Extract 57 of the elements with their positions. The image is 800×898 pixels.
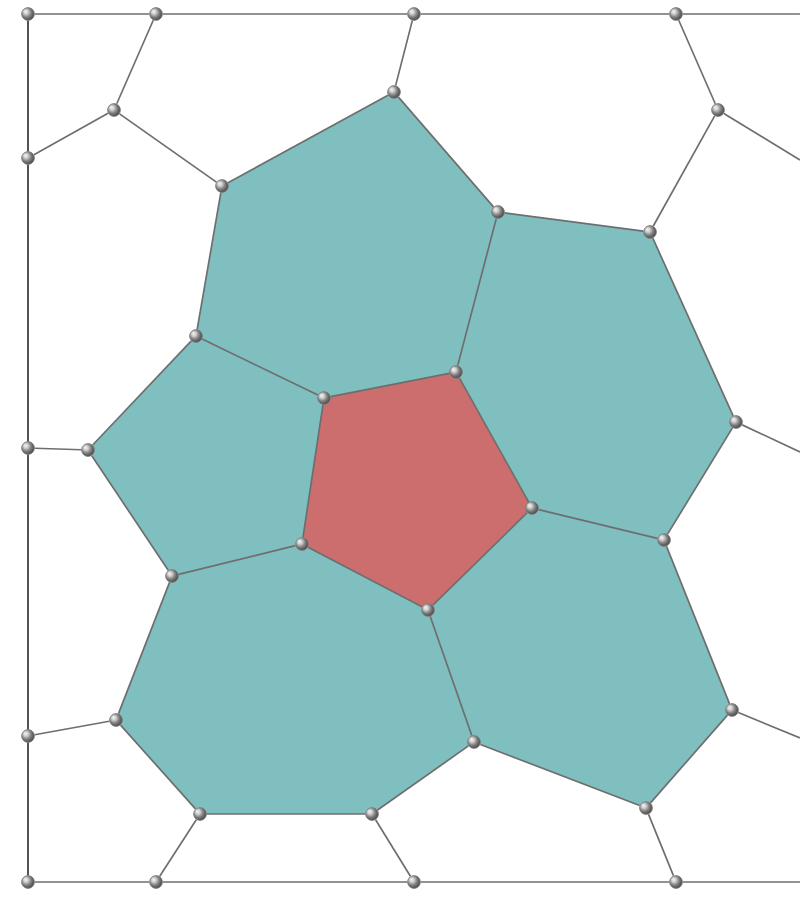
- edge-line: [419, 13, 670, 15]
- edge-line: [205, 813, 366, 815]
- edge-line: [307, 546, 423, 608]
- edge-line: [741, 424, 800, 453]
- edge-line: [647, 813, 675, 877]
- edge-line: [162, 13, 408, 15]
- edge-line: [90, 454, 170, 572]
- edge-line: [91, 340, 193, 446]
- edge-line: [681, 881, 800, 883]
- frame-line: [27, 741, 29, 876]
- edge-line: [115, 19, 155, 105]
- edge-line: [374, 818, 412, 878]
- edge-line: [201, 338, 319, 396]
- cell-polygon: [88, 336, 324, 576]
- edge-line: [397, 96, 495, 208]
- edge-line: [33, 881, 151, 883]
- edge-line: [456, 217, 498, 367]
- edge-line: [376, 745, 470, 811]
- frame-line: [27, 163, 29, 442]
- edge-line: [737, 711, 800, 739]
- edge-line: [117, 581, 171, 715]
- cell-polygon: [196, 92, 498, 398]
- cell-polygon: [116, 544, 474, 814]
- edge-line: [177, 544, 297, 576]
- edge-line: [722, 112, 800, 161]
- edge-line: [649, 714, 729, 804]
- edge-line: [419, 881, 670, 883]
- edge-line: [196, 191, 222, 331]
- edge-line: [677, 19, 717, 105]
- edge-line: [681, 13, 800, 15]
- cell-polygon: [302, 372, 532, 610]
- edge-line: [33, 13, 151, 15]
- edge-line: [329, 372, 451, 398]
- edge-line: [118, 113, 218, 183]
- edge-line: [33, 447, 83, 451]
- edge-line: [652, 115, 716, 227]
- edge-line: [429, 615, 473, 737]
- edge-line: [432, 511, 528, 607]
- edge-line: [33, 112, 109, 156]
- edge-line: [651, 237, 735, 417]
- edge-line: [666, 426, 734, 535]
- edge-line: [665, 545, 731, 705]
- edge-line: [158, 818, 198, 878]
- edge-line: [162, 881, 408, 883]
- cell-polygon: [428, 508, 732, 808]
- edge-line: [119, 724, 197, 810]
- edge-line: [537, 508, 659, 540]
- edge-line: [458, 377, 530, 503]
- edge-line: [302, 403, 324, 539]
- edge-line: [479, 743, 641, 807]
- frame-line: [27, 453, 29, 730]
- edge-line: [33, 720, 111, 736]
- edge-line: [227, 94, 389, 184]
- edge-line: [394, 19, 414, 87]
- edge-line: [503, 212, 645, 232]
- cell-polygon: [456, 212, 736, 540]
- frame-line: [27, 19, 29, 153]
